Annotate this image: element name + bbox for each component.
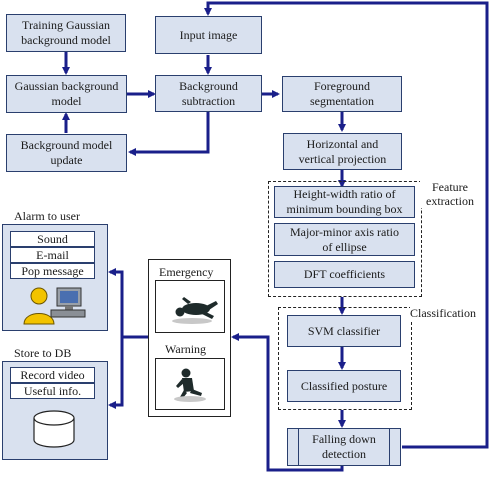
dft-box: DFT coefficients (274, 261, 415, 288)
user-computer-icon (23, 287, 86, 325)
warning-frame (155, 358, 225, 410)
arrow-branch-to-db (108, 337, 124, 409)
classification-label: Classification (410, 306, 476, 320)
input-image-box: Input image (155, 16, 262, 54)
alarm-item-email: E-mail (10, 247, 95, 263)
falling-detection-label: Falling down detection (312, 432, 376, 461)
process-bar-right (389, 429, 390, 465)
emergency-label: Emergency (159, 265, 214, 279)
db-item-info: Useful info. (10, 383, 95, 399)
bg-subtraction-box: Background subtraction (155, 75, 262, 112)
height-width-box: Height-width ratio of minimum bounding b… (274, 186, 415, 218)
bg-update-box: Background model update (6, 134, 127, 172)
db-item-record: Record video (10, 367, 95, 383)
arrow-falling-to-input (204, 1, 489, 449)
falling-detection-box: Falling down detection (287, 428, 401, 466)
sitting-person-image (174, 368, 206, 402)
feature-extraction-group (268, 181, 422, 297)
alarm-panel: Sound E-mail Pop message (2, 224, 108, 331)
db-panel: Record video Useful info. (2, 361, 108, 460)
arrow-falling-to-states (231, 333, 344, 472)
arrow-branch-to-alarm (108, 268, 124, 337)
classification-group (278, 307, 412, 410)
training-gaussian-box: Training Gaussian background model (6, 14, 126, 52)
emergency-frame (155, 280, 225, 333)
warning-label: Warning (165, 342, 207, 356)
alarm-item-sound: Sound (10, 231, 95, 247)
feature-extraction-label: Feature extraction (420, 180, 480, 208)
alarm-item-pop: Pop message (10, 263, 95, 279)
foreground-segmentation-box: Foreground segmentation (282, 76, 402, 112)
fallen-person-image (172, 297, 218, 324)
alarm-title: Alarm to user (14, 209, 80, 223)
major-minor-box: Major-minor axis ratio of ellipse (274, 223, 415, 256)
classified-posture-box: Classified posture (287, 370, 401, 402)
states-panel: Emergency Warning (148, 259, 231, 417)
svm-classifier-box: SVM classifier (287, 315, 401, 347)
projection-box: Horizontal and vertical projection (283, 133, 402, 170)
arrow-subtraction-to-update (128, 112, 210, 156)
database-icon (33, 410, 75, 448)
db-title: Store to DB (14, 346, 72, 360)
process-bar-left (298, 429, 299, 465)
gaussian-model-box: Gaussian background model (6, 75, 127, 113)
